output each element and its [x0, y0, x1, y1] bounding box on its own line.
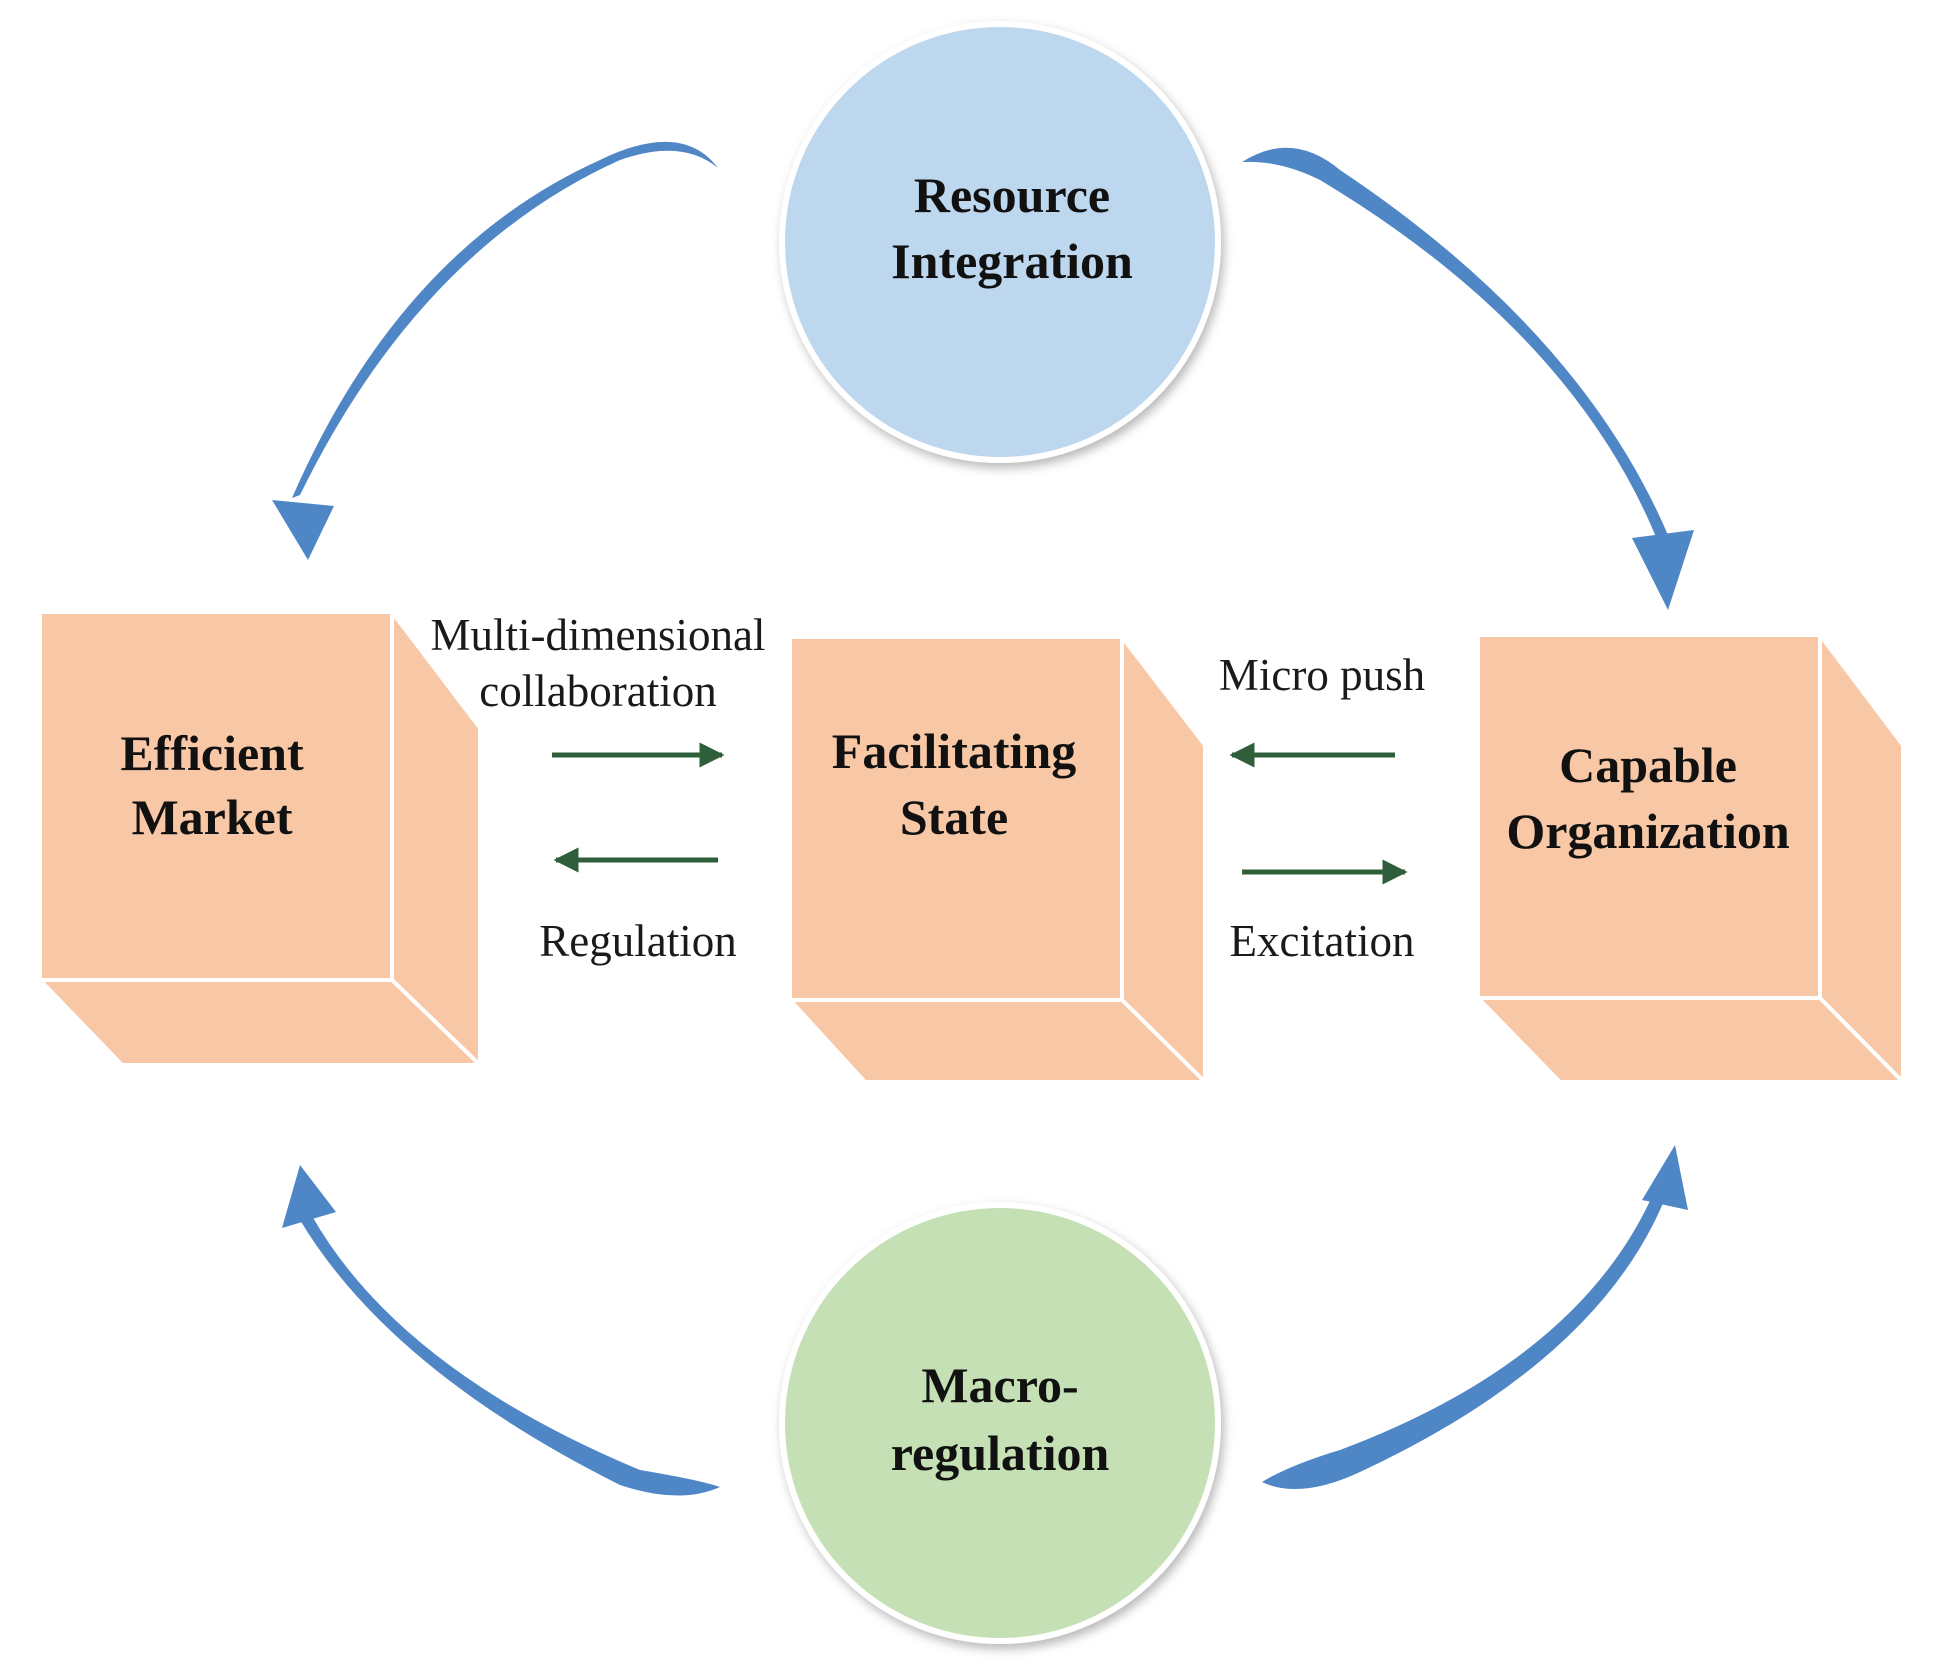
- edge-label-multi-dimensional-line1: Multi-dimensional: [431, 610, 766, 660]
- efficient-market-label-line1: Efficient: [120, 725, 304, 781]
- node-facilitating-state: Facilitating State: [785, 631, 1210, 1087]
- edge-label-regulation: Regulation: [539, 916, 736, 966]
- macro-regulation-label-line2: regulation: [891, 1425, 1110, 1481]
- cycle-arrow-bottom-right: [1262, 1145, 1688, 1490]
- resource-integration-label-line1: Resource: [914, 167, 1110, 223]
- capable-organization-front: [1476, 633, 1822, 1000]
- edge-micro-push: Micro push: [1219, 650, 1425, 768]
- cycle-arrow-bottom-left: [282, 1165, 720, 1496]
- edge-label-excitation: Excitation: [1230, 916, 1415, 966]
- macro-regulation-label-line1: Macro-: [921, 1357, 1078, 1413]
- edge-excitation: Excitation: [1230, 859, 1415, 966]
- edge-regulation: Regulation: [539, 847, 737, 966]
- node-efficient-market: Efficient Market: [35, 606, 485, 1070]
- efficient-market-front: [38, 610, 394, 982]
- facilitating-state-label-line1: Facilitating: [832, 723, 1076, 779]
- edge-label-multi-dimensional-line2: collaboration: [479, 666, 716, 716]
- node-macro-regulation: Macro- regulation: [779, 1202, 1221, 1644]
- cycle-arrows: [272, 141, 1694, 1496]
- node-capable-organization: Capable Organization: [1473, 629, 1908, 1087]
- cycle-arrow-top-left: [272, 141, 718, 560]
- efficient-market-label-line2: Market: [131, 789, 292, 845]
- cycle-arrow-top-right: [1242, 147, 1694, 610]
- capable-organization-label-line2: Organization: [1506, 803, 1790, 859]
- node-resource-integration: Resource Integration: [779, 21, 1221, 463]
- capable-organization-label-line1: Capable: [1559, 737, 1737, 793]
- facilitating-state-front: [788, 635, 1124, 1002]
- resource-integration-label-line2: Integration: [891, 233, 1133, 289]
- facilitating-state-label-line2: State: [900, 789, 1008, 845]
- macro-regulation-circle: [779, 1202, 1221, 1644]
- edge-label-micro-push: Micro push: [1219, 650, 1425, 700]
- resource-integration-circle: [779, 21, 1221, 463]
- edge-multi-dimensional-collaboration: Multi-dimensional collaboration: [431, 610, 766, 768]
